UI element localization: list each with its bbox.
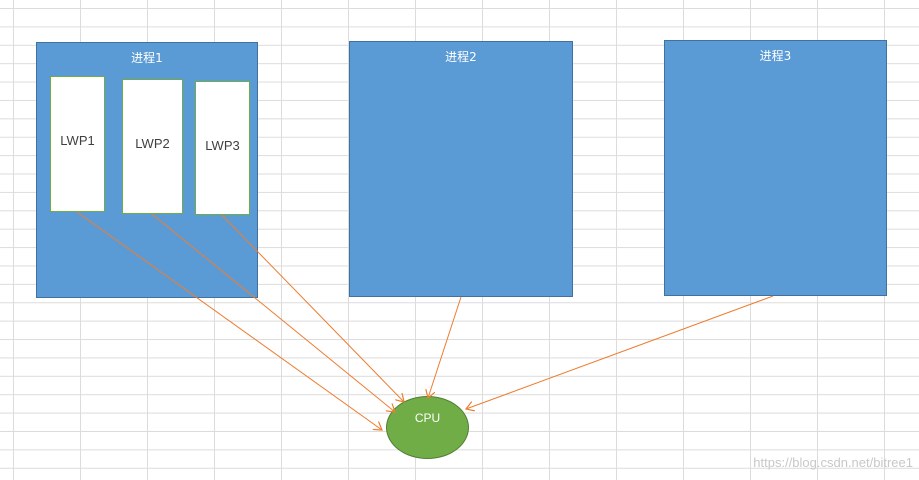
- cpu-node: CPU: [386, 396, 469, 459]
- lwp-2-label: LWP2: [135, 136, 170, 151]
- cpu-label: CPU: [414, 411, 441, 425]
- process-1-box: 进程1 LWP1 LWP2 LWP3: [36, 42, 258, 298]
- process-2-label: 进程2: [445, 50, 477, 64]
- process-3-box: 进程3: [664, 40, 887, 296]
- lwp-3-box: LWP3: [195, 81, 250, 215]
- lwp-3-label: LWP3: [205, 138, 240, 153]
- arrow-process3-to-cpu: [466, 295, 774, 409]
- lwp-2-box: LWP2: [122, 79, 183, 214]
- arrow-lwp1-to-cpu: [76, 211, 382, 430]
- arrow-process2-to-cpu: [428, 296, 462, 398]
- watermark-url: https://blog.csdn.net/bitree1: [753, 455, 913, 470]
- process-1-label: 进程1: [131, 51, 163, 65]
- process-2-box: 进程2: [349, 41, 573, 297]
- lwp-1-label: LWP1: [60, 133, 95, 148]
- process-3-label: 进程3: [759, 49, 792, 63]
- arrow-lwp2-to-cpu: [151, 213, 395, 412]
- arrow-lwp3-to-cpu: [221, 214, 404, 402]
- lwp-1-box: LWP1: [50, 76, 105, 212]
